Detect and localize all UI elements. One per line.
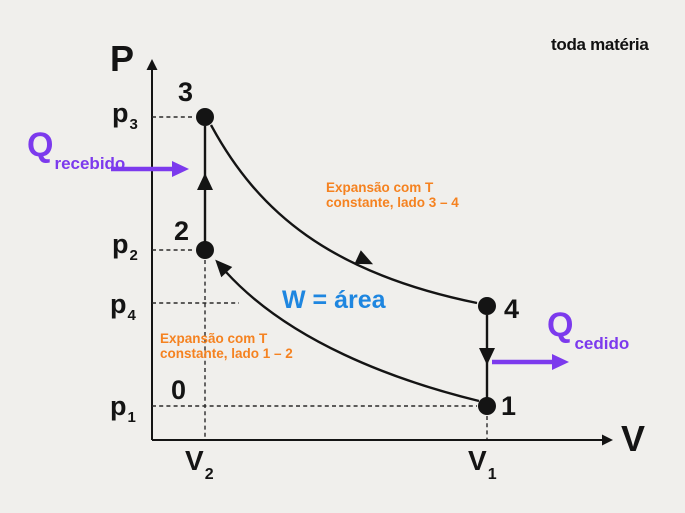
isotherm-3-4-note: Expansão com T constante, lado 3 – 4 bbox=[326, 180, 459, 210]
p2-tick-label: p2 bbox=[112, 229, 138, 264]
isotherm-curve-1-2 bbox=[225, 271, 480, 403]
v2-tick-main: V bbox=[185, 445, 204, 476]
isotherm-1-2-note-line2: constante, lado 1 – 2 bbox=[160, 346, 293, 361]
v1-tick-main: V bbox=[468, 445, 487, 476]
p1-tick-label: p1 bbox=[110, 391, 136, 426]
state-point-3 bbox=[196, 108, 214, 126]
p4-tick-main: p bbox=[110, 289, 127, 319]
point-3-label: 3 bbox=[178, 77, 194, 107]
x-axis-arrowhead-icon bbox=[602, 434, 613, 446]
heat-received-label: Qrecebido bbox=[27, 126, 125, 172]
isotherm-curve-3-4 bbox=[209, 124, 478, 305]
p2-tick-main: p bbox=[112, 229, 129, 259]
origin-label: 0 bbox=[171, 375, 187, 405]
point-4-label: 4 bbox=[504, 294, 520, 324]
heat-released-symbol: Q bbox=[547, 306, 574, 344]
heat-released-sub: cedido bbox=[574, 334, 630, 353]
x-axis-label: V bbox=[621, 418, 646, 459]
up-arrowhead-icon bbox=[197, 173, 213, 190]
toda-materia-logo: toda matéria bbox=[551, 35, 649, 54]
heat-out-arrowhead-icon bbox=[552, 354, 569, 370]
state-point-2 bbox=[196, 241, 214, 259]
heat-received-symbol: Q bbox=[27, 126, 54, 164]
point-2-label: 2 bbox=[174, 216, 190, 246]
v2-tick-label: V2 bbox=[185, 445, 214, 483]
p4-tick-sub: 4 bbox=[127, 307, 136, 324]
state-point-4 bbox=[478, 297, 496, 315]
p1-tick-main: p bbox=[110, 391, 127, 421]
y-axis-label: P bbox=[110, 38, 135, 79]
p3-tick-label: p3 bbox=[112, 98, 138, 133]
curve-1-2-arrowhead-icon bbox=[215, 259, 233, 278]
v1-tick-label: V1 bbox=[468, 445, 497, 483]
p2-tick-sub: 2 bbox=[129, 247, 138, 264]
point-1-label: 1 bbox=[501, 391, 517, 421]
isotherm-3-4-note-line1: Expansão com T bbox=[326, 180, 434, 195]
p3-tick-main: p bbox=[112, 98, 129, 128]
curve-3-4-arrowhead-icon bbox=[354, 250, 374, 265]
heat-released-label: Qcedido bbox=[547, 306, 629, 352]
p3-tick-sub: 3 bbox=[129, 116, 138, 133]
heat-received-sub: recebido bbox=[54, 154, 126, 173]
state-point-1 bbox=[478, 397, 496, 415]
isotherm-3-4-note-line2: constante, lado 3 – 4 bbox=[326, 195, 459, 210]
work-area-label: W = área bbox=[282, 286, 386, 314]
v1-tick-sub: 1 bbox=[487, 466, 497, 483]
y-axis-arrowhead-icon bbox=[146, 59, 158, 70]
down-arrowhead-icon bbox=[479, 348, 495, 365]
p4-tick-label: p4 bbox=[110, 289, 136, 324]
p1-tick-sub: 1 bbox=[127, 409, 136, 426]
heat-in-arrowhead-icon bbox=[172, 161, 189, 177]
isotherm-1-2-note-line1: Expansão com T bbox=[160, 331, 268, 346]
v2-tick-sub: 2 bbox=[204, 466, 214, 483]
isotherm-1-2-note: Expansão com T constante, lado 1 – 2 bbox=[160, 331, 293, 361]
